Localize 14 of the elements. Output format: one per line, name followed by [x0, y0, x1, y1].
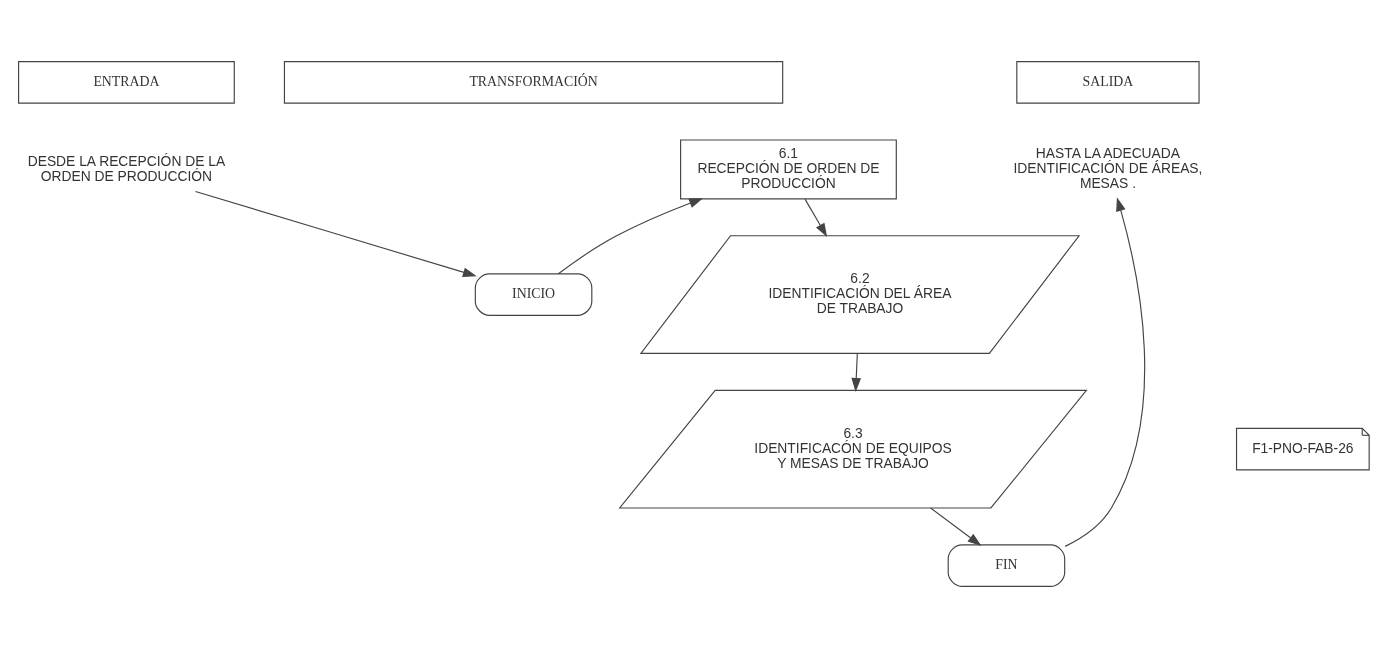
node-text: DESDE LA RECEPCIÓN DE LA ORDEN DE PRODUCCIÓN — [27, 152, 226, 184]
arrow — [930, 506, 982, 546]
arrow — [557, 197, 704, 274]
node-box: ENTRADA — [18, 60, 235, 104]
arrow — [194, 190, 477, 277]
arrow — [1064, 196, 1146, 547]
node-box: FIN — [947, 543, 1066, 587]
node-box: TRANSFORMACIÓN — [283, 60, 784, 104]
node-box: INICIO — [474, 272, 593, 316]
arrow — [851, 352, 862, 392]
node-box: SALIDA — [1016, 60, 1200, 104]
node-box: 6.1 RECEPCIÓN DE ORDEN DE PRODUCCIÓN — [680, 138, 897, 199]
node-text: HASTA LA ADECUADA IDENTIFICACIÓN DE ÁREAS, MESAS . — [1013, 144, 1203, 191]
arrow — [804, 198, 828, 237]
